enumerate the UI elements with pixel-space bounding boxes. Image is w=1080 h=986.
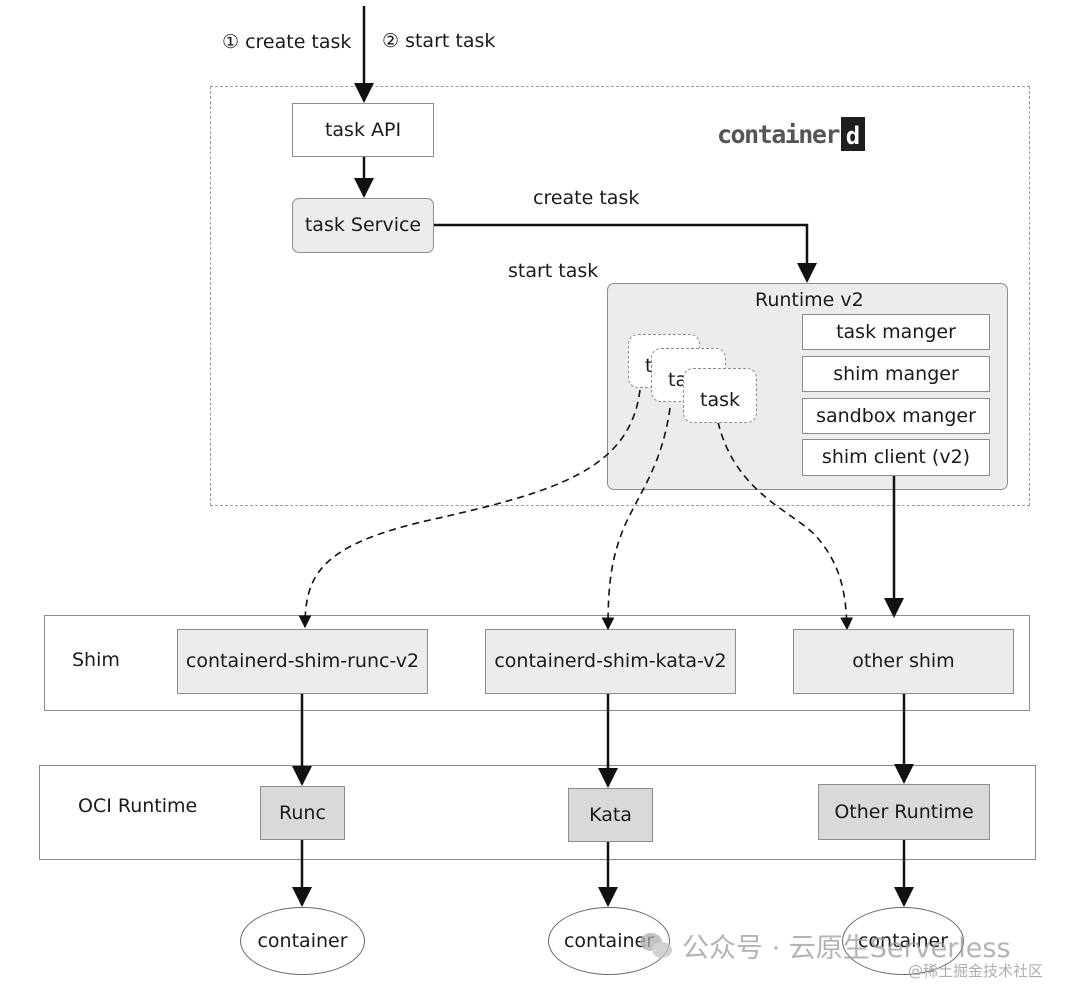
watermark: 公众号 · 云原生Serverless <box>640 926 1011 965</box>
task-to-runc-shim-curve <box>298 389 641 629</box>
step-create-task-label: ① create task <box>222 31 352 53</box>
task-card-front: task <box>683 368 757 423</box>
shim-lane-label: Shim <box>72 649 120 671</box>
runtime-v2-title: Runtime v2 <box>755 289 864 311</box>
step-start-task-label: ② start task <box>382 30 496 52</box>
start-task-edge-label: start task <box>508 260 599 282</box>
container-other: container <box>842 907 964 975</box>
other-runtime-box: Other Runtime <box>818 784 990 840</box>
runc-box: Runc <box>260 786 345 840</box>
wechat-icon <box>640 931 674 961</box>
task-service-box: task Service <box>292 198 434 253</box>
service-to-runtime-arrow <box>434 223 817 283</box>
shim-manager-box: shim manger <box>802 356 990 392</box>
task-manager-box: task manger <box>802 314 990 350</box>
task-api-box: task API <box>292 103 434 157</box>
task-to-kata-shim-curve <box>601 407 671 631</box>
shim-kata-box: containerd-shim-kata-v2 <box>485 629 736 694</box>
task-to-other-shim-curve <box>717 421 854 631</box>
container-runc: container <box>240 907 365 975</box>
watermark-text: 公众号 · 云原生Serverless <box>682 933 1011 964</box>
oci-runtime-lane-label: OCI Runtime <box>78 795 198 817</box>
containerd-logo-mark: d <box>840 117 865 151</box>
shim-client-box: shim client (v2) <box>802 439 990 476</box>
sandbox-manager-box: sandbox manger <box>802 398 990 434</box>
containerd-logo-text: container <box>717 119 840 149</box>
watermark-credit: @稀土掘金技术社区 <box>908 962 1044 980</box>
containerd-logo: container d <box>717 117 865 151</box>
kata-box: Kata <box>568 788 653 842</box>
other-shim-box: other shim <box>793 629 1014 694</box>
shim-runc-box: containerd-shim-runc-v2 <box>177 629 428 694</box>
containerd-boundary <box>210 86 1030 506</box>
create-task-edge-label: create task <box>533 187 640 209</box>
